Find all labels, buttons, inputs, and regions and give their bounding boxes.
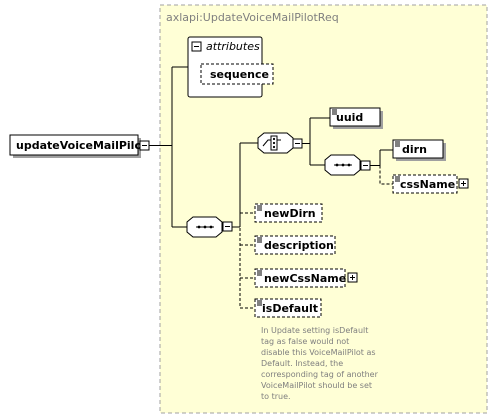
cssName-label: cssName: [400, 178, 455, 191]
attributes-label: attributes: [206, 40, 260, 53]
main-sequence-toggle[interactable]: [222, 221, 233, 232]
uuid-label: uuid: [336, 111, 363, 124]
description-label: description: [264, 239, 334, 252]
choice-compositor[interactable]: [257, 132, 294, 154]
root-element[interactable]: updateVoiceMailPilot: [9, 134, 147, 158]
annotation-line: corresponding tag of another: [261, 370, 379, 379]
attributes-sequence-label: sequence: [210, 68, 269, 81]
nested-sequence-compositor[interactable]: [324, 154, 361, 176]
isDefault-annotation: In Update setting isDefault tag as false…: [261, 326, 379, 401]
annotation-line: disable this VoiceMailPilot as: [261, 348, 376, 357]
element-newDirn[interactable]: newDirn: [254, 203, 323, 223]
cssName-expand-toggle[interactable]: [458, 178, 469, 189]
annotation-line: In Update setting isDefault: [261, 326, 368, 335]
isDefault-label: isDefault: [262, 302, 318, 315]
dirn-label: dirn: [402, 143, 427, 156]
annotation-line: tag as false would not: [261, 337, 349, 346]
element-description[interactable]: description: [254, 235, 336, 255]
element-cssName[interactable]: cssName: [392, 174, 458, 194]
attributes-sequence[interactable]: [200, 63, 274, 85]
annotation-line: Default. Instead, the: [261, 359, 343, 368]
newCssName-label: newCssName: [264, 272, 346, 285]
element-isDefault[interactable]: isDefault: [254, 298, 322, 318]
annotation-line: VoiceMailPilot should be set: [261, 381, 372, 390]
element-newCssName[interactable]: newCssName: [254, 268, 346, 288]
element-dirn[interactable]: dirn: [392, 139, 446, 161]
type-title: axlapi:UpdateVoiceMailPilotReq: [166, 11, 339, 24]
choice-toggle[interactable]: [292, 138, 303, 149]
newCssName-expand-toggle[interactable]: [347, 272, 358, 283]
root-collapse-toggle[interactable]: [139, 140, 150, 151]
element-uuid[interactable]: uuid: [329, 107, 383, 129]
attributes-group: attributes sequence: [187, 36, 274, 98]
root-label: updateVoiceMailPilot: [16, 139, 147, 152]
main-sequence-compositor[interactable]: [186, 216, 223, 238]
nested-sequence-toggle[interactable]: [360, 160, 371, 171]
annotation-line: to true.: [261, 392, 291, 401]
newDirn-label: newDirn: [264, 207, 316, 220]
